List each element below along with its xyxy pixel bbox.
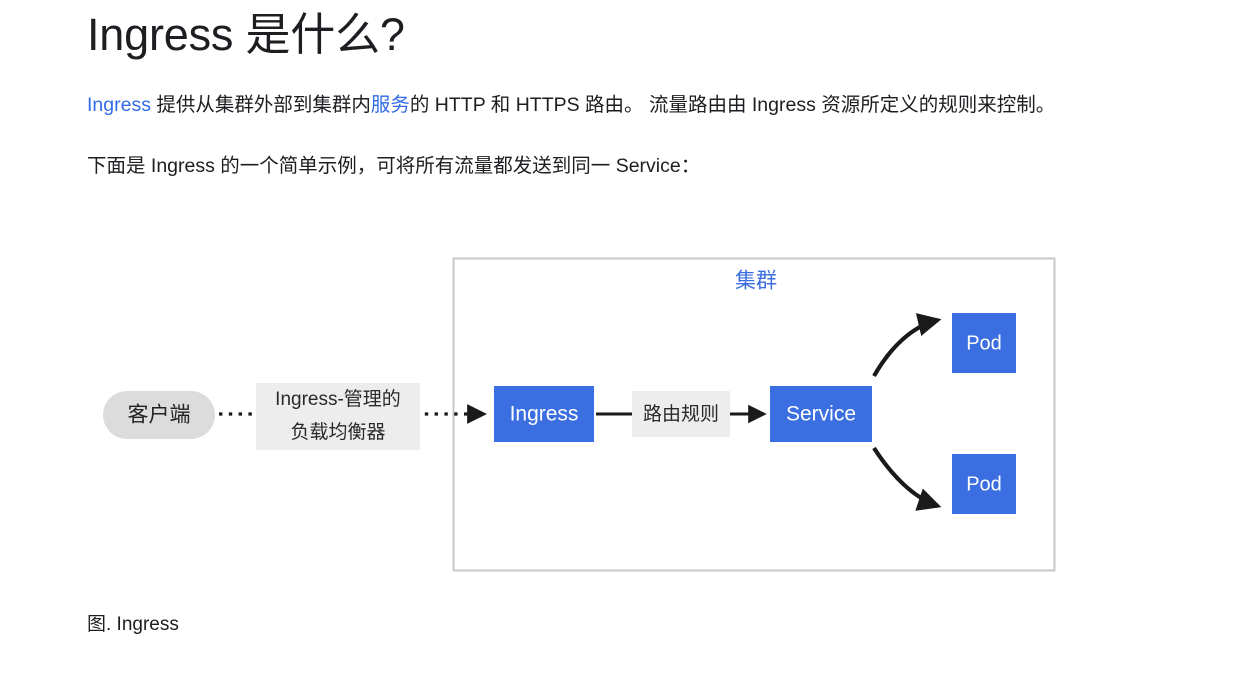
service-node[interactable]	[770, 386, 872, 442]
intro-text-segment-1: 提供从集群外部到集群内	[150, 93, 371, 116]
intro-text-segment-2: 的 HTTP 和 HTTPS 路由。 流量路由由 Ingress 资源所定义的规…	[409, 93, 1056, 116]
edge-client-to-ingress-label-line2: 负载均衡器	[290, 421, 385, 443]
ingress-link[interactable]: Ingress	[87, 93, 151, 116]
edge-ingress-to-service-label-bg	[632, 391, 730, 437]
edge-ingress-to-service-label: 路由规则	[643, 403, 719, 425]
intro-paragraph: Ingress 提供从集群外部到集群内服务的 HTTP 和 HTTPS 路由。 …	[87, 90, 1062, 122]
pod-node-top-label: Pod	[966, 332, 1002, 354]
service-node-label: Service	[786, 403, 856, 426]
example-paragraph: 下面是 Ingress 的一个简单示例，可将所有流量都发送到同一 Service…	[87, 155, 701, 178]
client-node[interactable]	[103, 391, 215, 439]
document-body: Ingress 是什么? Ingress 提供从集群外部到集群内服务的 HTTP…	[87, 0, 1087, 183]
ingress-node-label: Ingress	[510, 403, 579, 426]
client-node-label: 客户端	[128, 404, 191, 427]
pod-node-bottom-label: Pod	[966, 473, 1002, 495]
edge-service-to-pod-top	[872, 313, 942, 378]
ingress-node[interactable]	[494, 386, 594, 442]
cluster-title: 集群	[735, 270, 777, 293]
pod-node-bottom[interactable]	[952, 454, 1016, 514]
ingress-diagram: 集群 客户端 Ingress-管理的 负载均衡器 Ingress 路由规则 Se…	[0, 248, 1252, 588]
edge-client-to-ingress-label-line1: Ingress-管理的	[275, 388, 401, 410]
diagram-canvas: 集群 客户端 Ingress-管理的 负载均衡器 Ingress 路由规则 Se…	[103, 257, 1056, 572]
figure-caption: 图. Ingress	[87, 614, 179, 635]
page-title: Ingress 是什么?	[87, 9, 405, 60]
pod-node-top[interactable]	[952, 313, 1016, 373]
service-link[interactable]: 服务	[370, 93, 410, 116]
edge-service-to-pod-bottom	[872, 446, 942, 511]
edge-client-to-ingress-label-bg	[256, 383, 420, 450]
